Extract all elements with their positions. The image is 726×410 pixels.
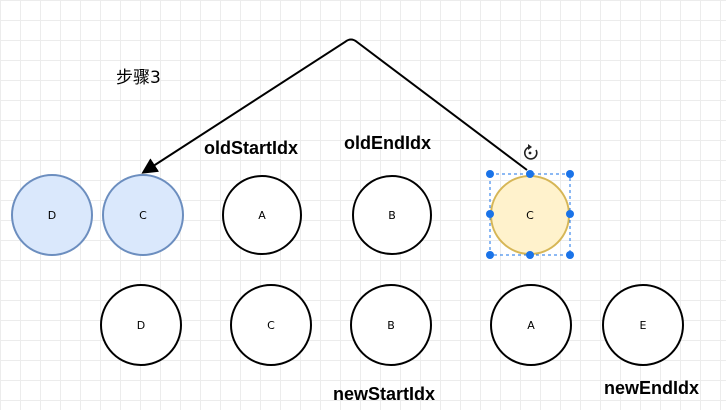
old-node-d-label: D xyxy=(48,209,56,222)
new-node-d-label: D xyxy=(137,319,145,332)
rotate-icon[interactable] xyxy=(523,144,538,160)
old-node-a-label: A xyxy=(258,209,266,222)
new-node-e-label: E xyxy=(640,319,647,332)
new-node-b[interactable]: B xyxy=(350,284,432,366)
new-node-a[interactable]: A xyxy=(490,284,572,366)
step-title: 步骤3 xyxy=(116,68,161,88)
old-node-d[interactable]: D xyxy=(11,174,93,256)
new-node-c-label: C xyxy=(267,319,275,332)
old-node-b[interactable]: B xyxy=(352,175,432,255)
old-node-b-label: B xyxy=(388,209,396,222)
move-arrow[interactable] xyxy=(141,38,528,174)
resize-handle-sw[interactable] xyxy=(486,251,494,259)
old-node-c-moved[interactable]: C xyxy=(102,174,184,256)
old-end-idx-label: oldEndIdx xyxy=(344,133,431,153)
new-node-a-label: A xyxy=(527,319,535,332)
new-node-e[interactable]: E xyxy=(602,284,684,366)
resize-handle-w[interactable] xyxy=(486,210,494,218)
new-node-c[interactable]: C xyxy=(230,284,312,366)
old-start-idx-label: oldStartIdx xyxy=(204,138,298,158)
resize-handle-nw[interactable] xyxy=(486,170,494,178)
resize-handle-e[interactable] xyxy=(566,210,574,218)
old-node-c-selected[interactable]: C xyxy=(490,175,570,255)
selection-box[interactable] xyxy=(486,170,574,259)
new-node-b-label: B xyxy=(387,319,395,332)
resize-handle-s[interactable] xyxy=(526,251,534,259)
resize-handle-se[interactable] xyxy=(566,251,574,259)
old-node-c-selected-label: C xyxy=(526,209,534,222)
old-node-a[interactable]: A xyxy=(222,175,302,255)
resize-handle-n[interactable] xyxy=(526,170,534,178)
old-node-c-moved-label: C xyxy=(139,209,147,222)
new-node-d[interactable]: D xyxy=(100,284,182,366)
resize-handle-ne[interactable] xyxy=(566,170,574,178)
new-start-idx-label: newStartIdx xyxy=(333,384,435,404)
new-end-idx-label: newEndIdx xyxy=(604,378,699,398)
